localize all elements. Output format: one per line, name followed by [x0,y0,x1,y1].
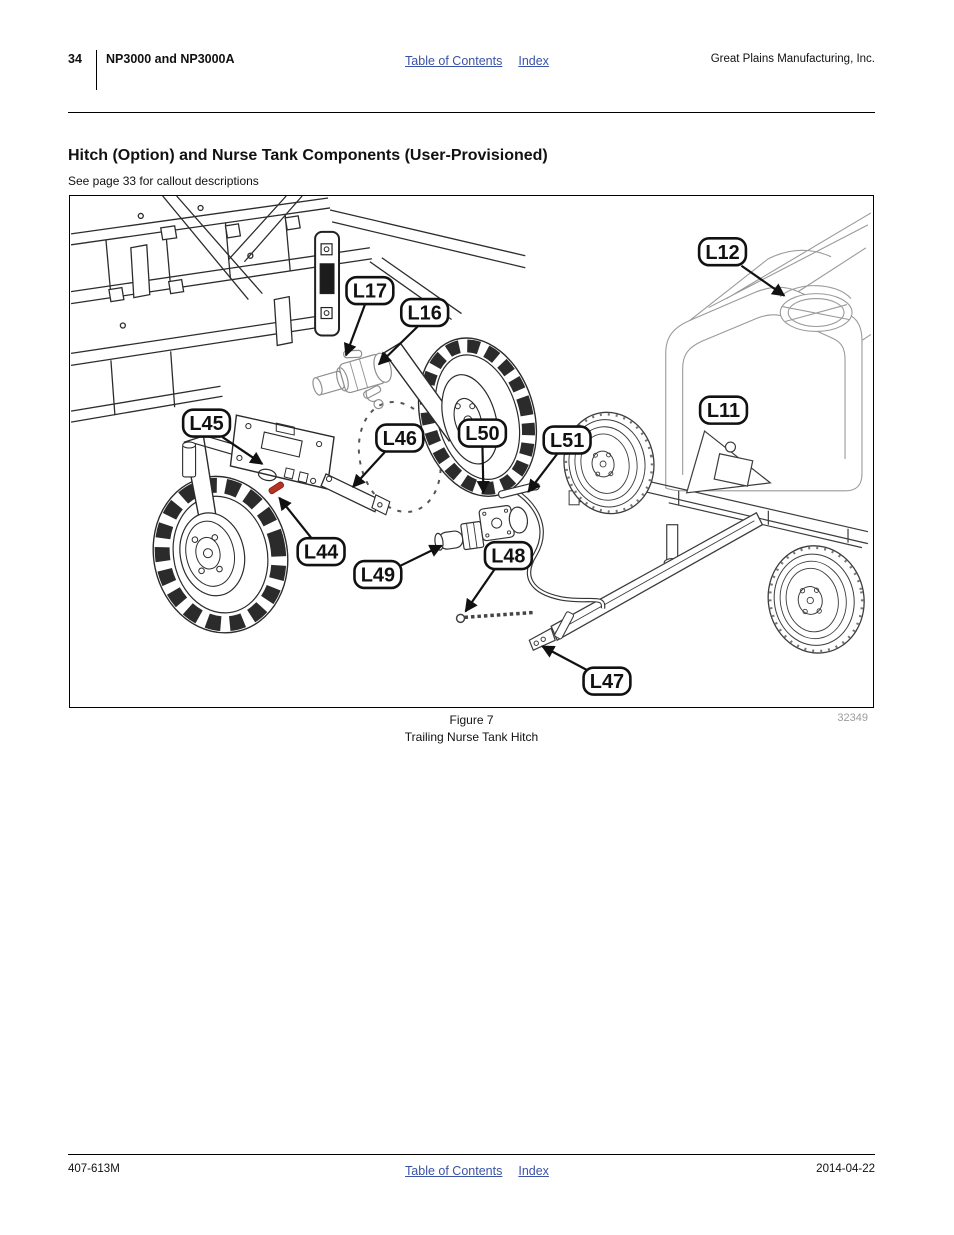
callout-L47: L47 [541,645,632,696]
header-rule [68,112,875,113]
product-name: NP3000 and NP3000A [106,52,235,66]
svg-text:L44: L44 [304,542,338,564]
svg-text:L51: L51 [550,430,584,452]
callout-L16: L16 [377,297,450,366]
toc-link[interactable]: Table of Contents [405,54,503,68]
callout-L45: L45 [181,408,264,465]
header-nav: Table of Contents Index [0,52,954,70]
svg-text:L49: L49 [361,564,395,586]
tank-lid [779,285,853,333]
hose-coupler [312,349,392,410]
callout-L46: L46 [352,423,425,488]
document-number: 407-613M [68,1163,120,1175]
index-link[interactable]: Index [518,54,549,68]
callout-L51: L51 [527,425,592,493]
callout-L50: L50 [457,418,508,495]
footer-index-link[interactable]: Index [518,1164,549,1178]
svg-text:L16: L16 [408,303,442,325]
mount-plate [314,230,341,337]
company-name: Great Plains Manufacturing, Inc. [710,53,875,65]
callout-L17: L17 [343,275,395,357]
svg-text:L45: L45 [189,413,223,435]
figure-frame: L17 L16 L12 L11 L45 L46 L50 [69,195,874,708]
nurse-tank [665,212,872,492]
svg-text:L11: L11 [707,400,740,422]
svg-text:L47: L47 [590,671,624,693]
callout-L11: L11 [698,395,749,425]
callout-L44: L44 [278,496,346,567]
svg-text:L46: L46 [383,428,417,450]
trailer-wheel-right [767,545,865,654]
footer-toc-link[interactable]: Table of Contents [405,1164,503,1178]
footer-rule [68,1154,875,1155]
callout-L12: L12 [697,237,786,297]
callout-L48: L48 [464,540,534,613]
figure-caption-line2: Trailing Nurse Tank Hitch [404,730,539,744]
figure-caption: Figure 7 Trailing Nurse Tank Hitch [69,712,874,746]
section-subtitle: See page 33 for callout descriptions [68,174,259,188]
callouts: L17 L16 L12 L11 L45 L46 L50 [181,237,786,696]
gauge-wheel-left [152,435,289,634]
svg-text:L48: L48 [491,546,525,568]
tank-hose [514,488,606,609]
implement-frame [70,195,526,423]
svg-text:L17: L17 [353,281,387,303]
header-divider [96,50,97,90]
section-title: Hitch (Option) and Nurse Tank Components… [68,147,548,164]
safety-chain [455,610,536,624]
callout-L49: L49 [353,544,443,590]
footer-nav: Table of Contents Index [0,1162,954,1180]
shutoff-valve [434,482,540,551]
figure-caption-line1: Figure 7 [449,713,494,727]
svg-text:L50: L50 [465,423,499,445]
hitch-tongue [528,511,764,652]
drawing-number: 32349 [837,712,868,724]
lock-pin-red [268,481,285,495]
page-number: 34 [68,52,82,66]
nurse-tank-hitch-drawing: L17 L16 L12 L11 L45 L46 L50 [70,195,872,696]
svg-text:L12: L12 [705,242,739,264]
revision-date: 2014-04-22 [816,1163,875,1175]
hitch-link-arm [320,473,391,516]
